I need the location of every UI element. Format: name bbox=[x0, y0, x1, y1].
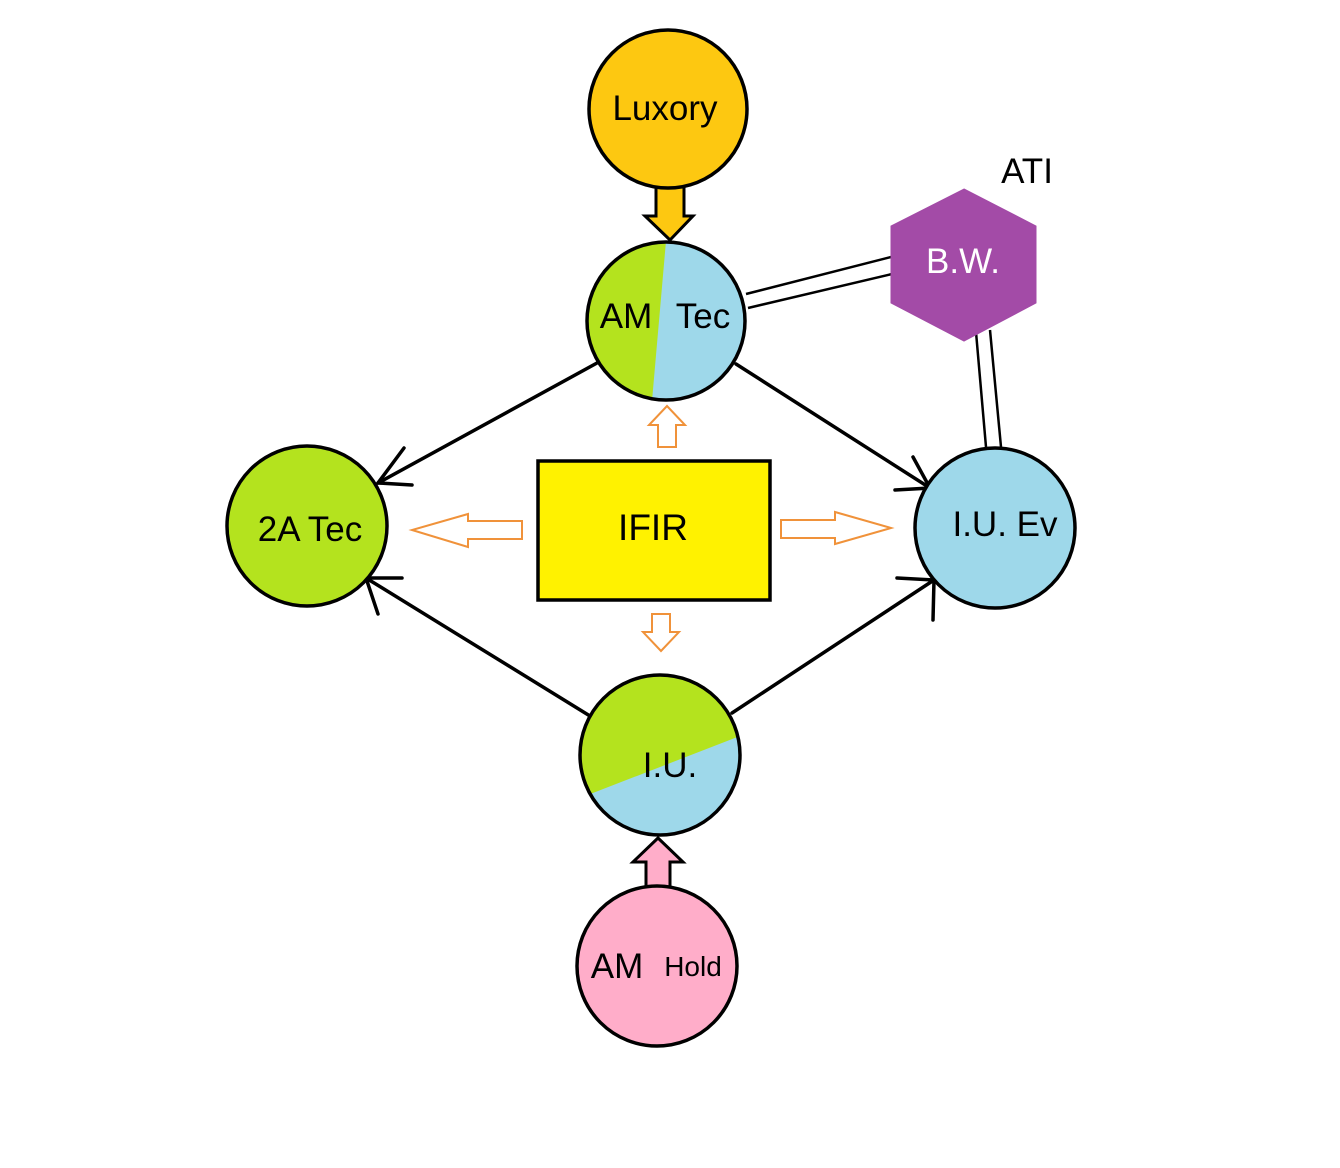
node-am-tec-label-tec: Tec bbox=[676, 297, 730, 336]
edge-iu-to-2atec bbox=[364, 576, 592, 718]
node-am-tec: AM Tec bbox=[585, 240, 747, 402]
node-bw-label: B.W. bbox=[926, 242, 1000, 281]
node-am-hold-label-am: AM bbox=[591, 947, 644, 986]
node-am-hold-label-hold: Hold bbox=[664, 951, 722, 982]
node-2a-tec: 2A Tec bbox=[225, 444, 389, 608]
hollow-arrow-right bbox=[780, 510, 895, 546]
node-luxory: Luxory bbox=[587, 28, 749, 190]
ifir-hollow-arrows bbox=[408, 404, 895, 653]
node-2a-tec-label: 2A Tec bbox=[258, 510, 362, 549]
edge-amtec-to-iuev bbox=[734, 362, 932, 490]
node-iu-ev: I.U. Ev bbox=[913, 446, 1077, 610]
node-bw: B.W. bbox=[890, 188, 1037, 342]
node-luxory-label: Luxory bbox=[612, 89, 718, 128]
edge-iu-to-iuev bbox=[730, 578, 936, 715]
hollow-arrow-up bbox=[646, 404, 688, 448]
node-iu-label: I.U. bbox=[643, 746, 697, 785]
hollow-arrow-left bbox=[408, 512, 523, 549]
arrowhead-2atec-top bbox=[374, 446, 414, 487]
hollow-arrow-down bbox=[640, 613, 682, 653]
node-iu-ev-label: I.U. Ev bbox=[952, 505, 1058, 544]
ati-label: ATI bbox=[1001, 152, 1053, 191]
node-iu: I.U. bbox=[578, 673, 742, 837]
luxory-to-amtec-arrow bbox=[641, 182, 697, 243]
bw-double-links bbox=[745, 255, 1003, 448]
node-am-hold: AM Hold bbox=[575, 884, 739, 1048]
node-am-tec-label-am: AM bbox=[600, 297, 653, 336]
edge-amtec-to-2atec bbox=[376, 361, 599, 485]
amhold-to-iu-arrow bbox=[629, 835, 687, 892]
node-ifir-label: IFIR bbox=[618, 507, 688, 548]
node-ifir: IFIR bbox=[536, 459, 772, 602]
